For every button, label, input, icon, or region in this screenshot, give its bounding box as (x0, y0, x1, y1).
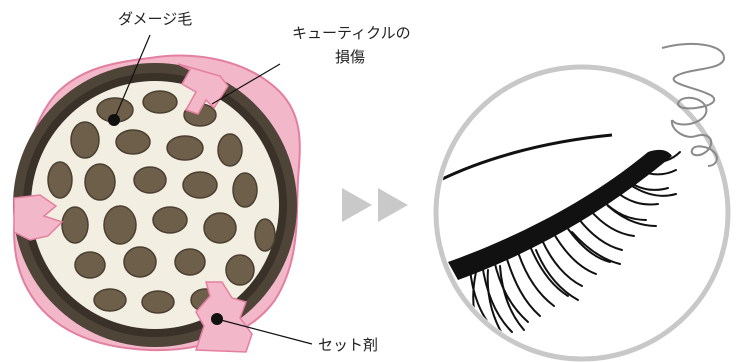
cuticle-damage-label-line2: 損傷 (335, 48, 365, 66)
hair-cross-section (13, 35, 312, 352)
setting-agent-label: セット剤 (318, 336, 378, 354)
eye-illustration (436, 44, 728, 359)
double-arrow-icon (342, 188, 408, 222)
cuticle-damage-label-line1: キューティクルの (292, 24, 411, 42)
damaged-hair-label: ダメージ毛 (118, 10, 192, 28)
